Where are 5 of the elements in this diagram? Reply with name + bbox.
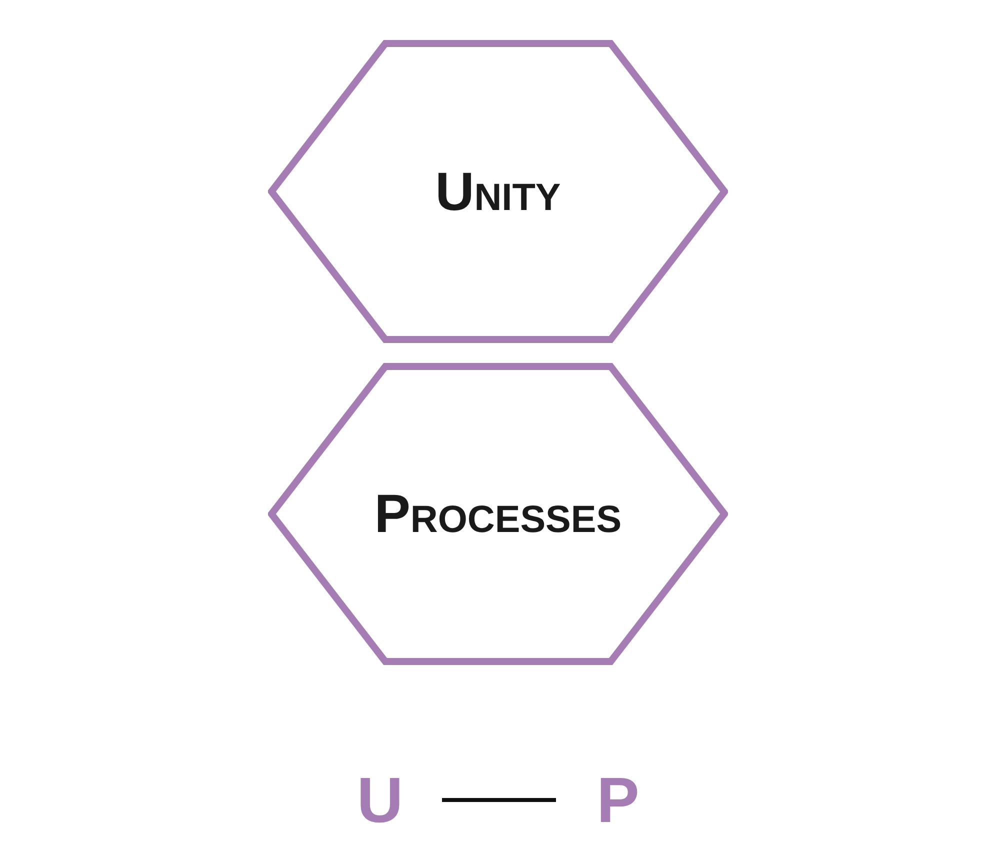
hexagon-label: Processes [374, 487, 622, 541]
letter-label: U [356, 768, 404, 832]
hexagon-label: Unity [435, 164, 561, 218]
letter-label: P [596, 768, 640, 832]
connector-line [442, 798, 556, 802]
